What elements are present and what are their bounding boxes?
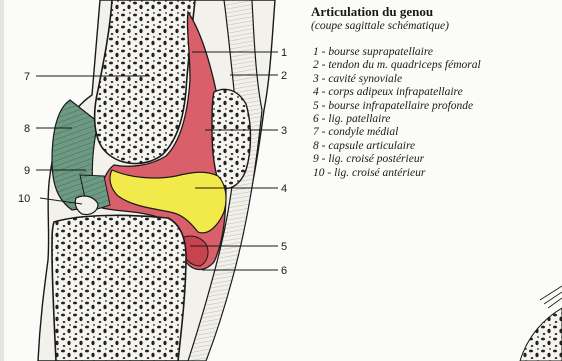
legend-item-7: 7 - condyle médial (311, 126, 559, 139)
diagram-subtitle: (coupe sagittale schématique) (311, 19, 559, 33)
callout-5: 5 (281, 241, 287, 253)
anterior-cruciate-ligament (75, 196, 98, 215)
callout-7: 7 (24, 71, 30, 83)
callout-4: 4 (281, 183, 287, 195)
callout-3: 3 (281, 125, 287, 137)
scan-edge (0, 0, 4, 361)
callout-10: 10 (18, 193, 30, 205)
callout-1: 1 (281, 47, 287, 59)
partial-figure-corner (520, 286, 562, 361)
legend-item-6: 6 - lig. patellaire (311, 113, 559, 126)
legend-item-5: 5 - bourse infrapatellaire profonde (311, 100, 559, 113)
legend: Articulation du genou (coupe sagittale s… (311, 4, 559, 180)
legend-item-10: 10 - lig. croisé antérieur (311, 167, 559, 180)
legend-item-8: 8 - capsule articulaire (311, 140, 559, 153)
callout-9: 9 (24, 165, 30, 177)
diagram-title: Articulation du genou (311, 4, 559, 19)
legend-item-1: 1 - bourse suprapatellaire (311, 46, 559, 59)
legend-item-2: 2 - tendon du m. quadriceps fémoral (311, 59, 559, 72)
callout-8: 8 (24, 123, 30, 135)
callout-2: 2 (281, 70, 287, 82)
legend-item-3: 3 - cavité synoviale (311, 73, 559, 86)
callout-6: 6 (281, 265, 287, 277)
patella (212, 89, 251, 188)
tibia (52, 215, 186, 361)
legend-item-4: 4 - corps adipeux infrapatellaire (311, 86, 559, 99)
legend-item-9: 9 - lig. croisé postérieur (311, 153, 559, 166)
